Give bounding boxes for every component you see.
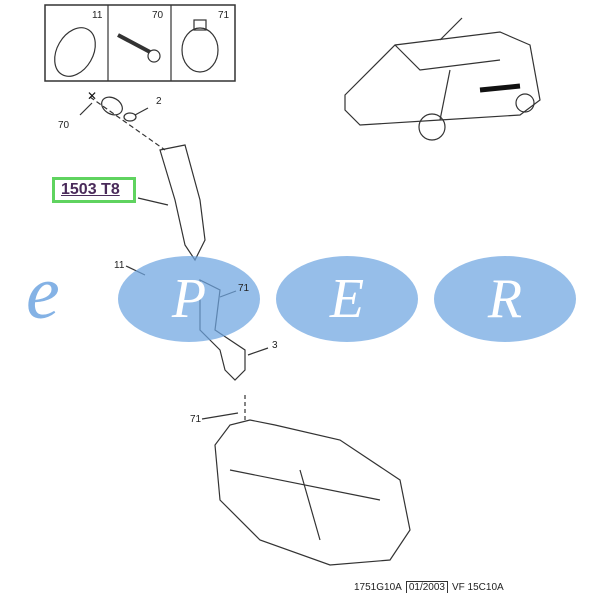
callout-hose: 3 [272,340,278,351]
drawing-code: 1751G10A [354,582,402,593]
watermark-letter: E [276,256,418,342]
callout-clamp-lower: 71 [190,414,202,425]
screw-icon [117,33,161,63]
kit-item-number: 11 [92,10,103,21]
hose-clamp-icon [181,19,219,73]
kit-panel-frame [44,4,236,82]
svg-text:✕: ✕ [87,89,97,103]
callout-seal: 2 [156,96,162,107]
footer-date: 01/2003 [405,581,448,593]
callout-screw: 70 [58,120,70,131]
callout-clamp-upper: 71 [238,283,250,294]
reference-link[interactable]: 1503 T8 [52,177,136,203]
model-code: VF 15C10A [451,582,504,593]
callout-cap: 11 [114,260,125,271]
watermark-letter: P [118,256,260,342]
kit-item-number: 70 [152,10,164,21]
watermark-letter: R [434,256,576,342]
vehicle-icon [344,17,541,141]
reference-code: 1503 T8 [61,181,120,198]
cap-disc-icon [54,27,96,77]
watermark-letter: e [26,251,60,335]
kit-item-number: 71 [218,10,230,21]
